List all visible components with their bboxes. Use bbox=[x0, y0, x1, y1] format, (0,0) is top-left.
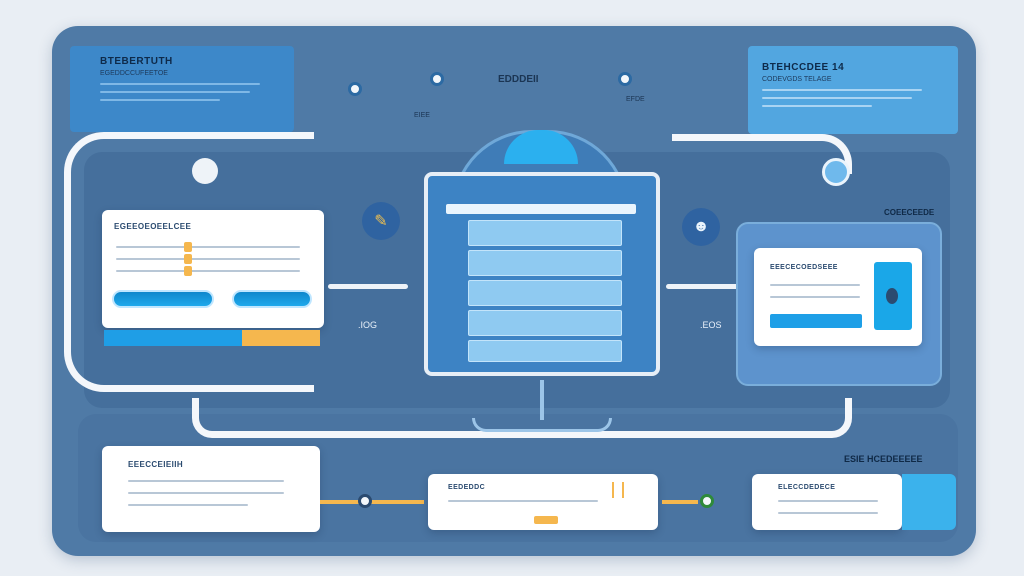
bottom-node-right bbox=[700, 494, 714, 508]
bottom-right-accent bbox=[902, 474, 956, 530]
database-monitor[interactable] bbox=[424, 172, 660, 376]
plug-icon-2 bbox=[430, 72, 444, 86]
bottom-left-line bbox=[128, 492, 284, 494]
right-section-label: COEECEEDE bbox=[884, 208, 935, 217]
top-left-lines bbox=[100, 83, 264, 101]
right-value: .EOS bbox=[700, 320, 722, 330]
right-card-image bbox=[874, 262, 912, 330]
top-right-title: BTEHCCDEE 14 bbox=[762, 62, 845, 73]
bottom-link-left bbox=[320, 500, 424, 504]
right-card-button[interactable] bbox=[770, 314, 862, 328]
right-card-title: EEECECOEDSEEE bbox=[770, 264, 838, 271]
right-card-line bbox=[770, 296, 860, 298]
left-slider-3[interactable] bbox=[116, 270, 300, 272]
top-right-lines bbox=[762, 89, 944, 107]
bottom-right-line bbox=[778, 512, 878, 514]
bottom-link-right bbox=[662, 500, 698, 504]
slider-knob[interactable] bbox=[184, 266, 192, 276]
left-slider-1[interactable] bbox=[116, 246, 300, 248]
left-progress-orange bbox=[242, 330, 320, 346]
top-left-title: BTEBERTUTH bbox=[100, 56, 173, 67]
connector-right-icon bbox=[822, 158, 850, 186]
database-row[interactable] bbox=[468, 250, 622, 276]
top-left-panel[interactable]: BTEBERTUTH EGEDDCCUFEETOE bbox=[70, 46, 294, 132]
bottom-left-card[interactable]: EEECCEIEIIH bbox=[102, 446, 320, 532]
left-pipe bbox=[64, 132, 314, 392]
pin-icon bbox=[886, 288, 898, 304]
database-row[interactable] bbox=[468, 280, 622, 306]
bottom-node-left bbox=[358, 494, 372, 508]
top-center-sub-b: EFDE bbox=[626, 96, 645, 103]
bottom-left-title: EEECCEIEIIH bbox=[128, 460, 184, 469]
left-value: .IOG bbox=[358, 320, 378, 330]
bottom-middle-line bbox=[448, 500, 598, 502]
top-right-subtitle: CODEVGDS TELAGE bbox=[762, 76, 832, 83]
plug-icon-3 bbox=[618, 72, 632, 86]
monitor-header-bar bbox=[446, 204, 636, 214]
slider-knob[interactable] bbox=[184, 242, 192, 252]
bottom-right-line bbox=[778, 500, 878, 502]
database-row[interactable] bbox=[468, 310, 622, 336]
right-profile-card[interactable]: EEECECOEDSEEE bbox=[754, 248, 922, 346]
right-pipe bbox=[672, 134, 852, 174]
user-icon[interactable]: ☻ bbox=[682, 208, 720, 246]
top-center-sub-a: EIEE bbox=[414, 112, 430, 119]
bottom-right-card[interactable]: ELECCDEDECE bbox=[752, 474, 902, 530]
app-frame: BTEBERTUTH EGEDDCCUFEETOE BTEHCCDEE 14 C… bbox=[52, 26, 976, 556]
plug-icon bbox=[348, 82, 362, 96]
left-toggle-a[interactable] bbox=[112, 290, 214, 308]
left-settings-card[interactable]: EGEEOEOEELCEE bbox=[102, 210, 324, 328]
bottom-middle-title: EEDEDDC bbox=[448, 484, 486, 491]
left-link bbox=[328, 284, 408, 289]
marker-a bbox=[612, 482, 614, 498]
monitor-base bbox=[472, 418, 612, 432]
slider-knob[interactable] bbox=[184, 254, 192, 264]
key-icon[interactable]: ✎ bbox=[362, 202, 400, 240]
left-slider-2[interactable] bbox=[116, 258, 300, 260]
bottom-left-line bbox=[128, 480, 284, 482]
top-left-subtitle: EGEDDCCUFEETOE bbox=[100, 70, 168, 77]
right-card-line bbox=[770, 284, 860, 286]
right-link bbox=[666, 284, 742, 289]
bottom-middle-button[interactable] bbox=[534, 516, 558, 524]
connector-left-icon bbox=[192, 158, 218, 184]
left-toggle-b[interactable] bbox=[232, 290, 312, 308]
bottom-left-line bbox=[128, 504, 248, 506]
top-center-title: EDDDEII bbox=[498, 74, 539, 85]
bottom-right-label: ESIE HCEDEEEEE bbox=[844, 454, 923, 464]
bottom-right-title: ELECCDEDECE bbox=[778, 484, 836, 491]
database-row[interactable] bbox=[468, 340, 622, 362]
bottom-middle-card[interactable]: EEDEDDC bbox=[428, 474, 658, 530]
bottom-pipe bbox=[192, 398, 852, 438]
marker-b bbox=[622, 482, 624, 498]
monitor-stand bbox=[540, 380, 544, 420]
left-progress-blue bbox=[104, 330, 242, 346]
left-card-title: EGEEOEOEELCEE bbox=[114, 222, 192, 231]
database-row[interactable] bbox=[468, 220, 622, 246]
top-right-panel[interactable]: BTEHCCDEE 14 CODEVGDS TELAGE bbox=[748, 46, 958, 134]
